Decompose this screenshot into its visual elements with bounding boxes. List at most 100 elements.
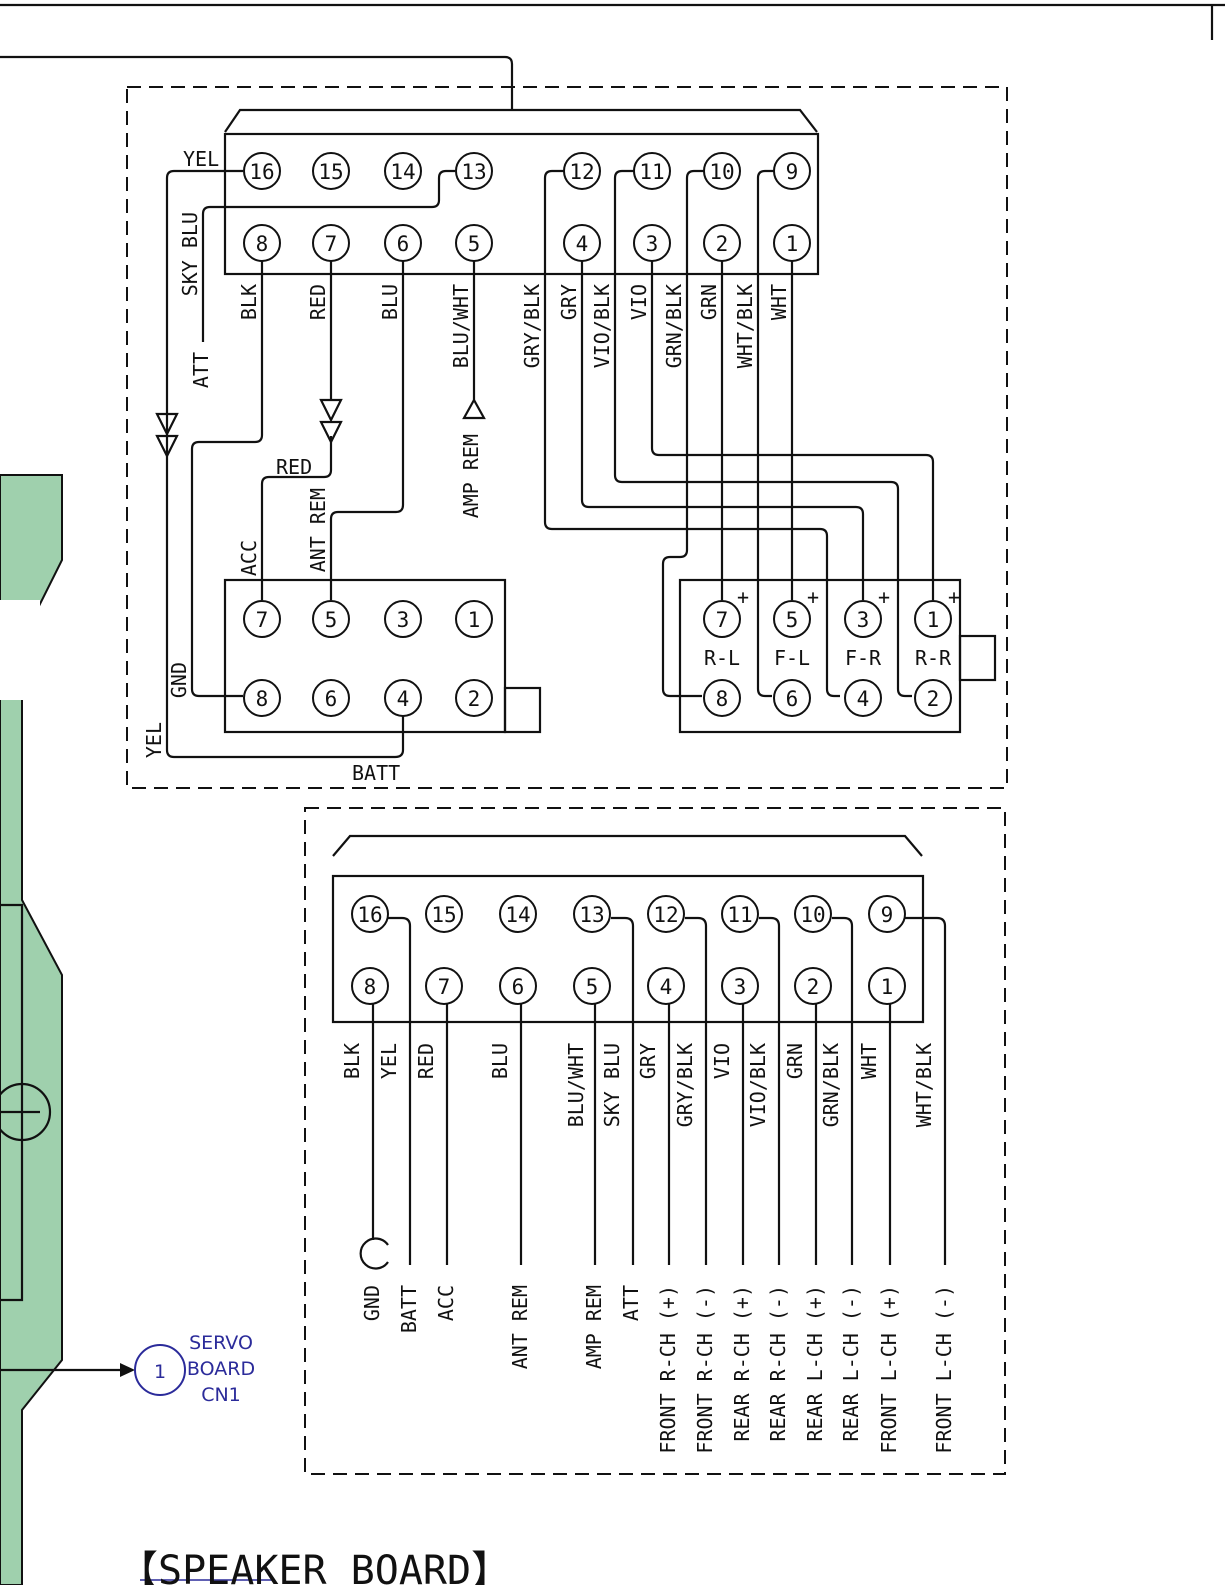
signal-label: BATT: [397, 1285, 421, 1333]
signal-label: REAR L-CH (+): [803, 1285, 827, 1442]
svg-text:4: 4: [660, 975, 673, 999]
signal-label: AMP REM: [582, 1285, 606, 1369]
svg-text:8: 8: [256, 687, 269, 711]
power-connector: [223, 578, 507, 734]
upper-connector-pin: 16: [243, 152, 281, 190]
svg-text:8: 8: [364, 975, 377, 999]
svg-text:1: 1: [468, 608, 481, 632]
servo-ref-label: CN1: [201, 1384, 241, 1406]
acc-label: ACC: [237, 540, 261, 576]
svg-text:9: 9: [786, 160, 799, 184]
svg-text:6: 6: [512, 975, 525, 999]
upper-wire-label: RED: [306, 284, 330, 320]
speaker-connector-pin: 3: [844, 600, 882, 638]
gnd-label: GND: [167, 662, 191, 698]
upper-wire-label: WHT/BLK: [733, 284, 757, 368]
svg-text:1: 1: [881, 975, 894, 999]
upper-wire-label: VIO: [627, 284, 651, 320]
signal-label: FRONT L-CH (+): [877, 1285, 901, 1454]
upper-connector-pin: 1: [773, 224, 811, 262]
page-title: 【SPEAKER BOARD】: [118, 1548, 511, 1585]
upper-connector-pin: 14: [384, 152, 422, 190]
svg-text:14: 14: [505, 903, 530, 927]
lower-wire-label: BLU: [488, 1043, 512, 1079]
upper-connector-pin: 3: [633, 224, 671, 262]
att-label: ATT: [189, 352, 213, 388]
lower-wire-label: YEL: [377, 1043, 401, 1079]
power-connector-pin: 8: [243, 679, 281, 717]
yel-side-label: YEL: [142, 722, 166, 758]
upper-connector-lip: [224, 108, 818, 133]
lower-connector-pin: 11: [721, 895, 759, 933]
svg-text:6: 6: [397, 232, 410, 256]
lower-connector-pin: 9: [868, 895, 906, 933]
speaker-connector-key: [958, 634, 997, 682]
lower-wire-label: WHT: [857, 1043, 881, 1079]
upper-connector-pin: 13: [455, 152, 493, 190]
svg-text:16: 16: [249, 160, 274, 184]
pcb-area: [0, 474, 63, 1585]
svg-text:16: 16: [357, 903, 382, 927]
lower-wire-label: GRY: [636, 1043, 660, 1079]
ant-rem-label: ANT REM: [306, 488, 330, 572]
lower-wire-label: BLK: [340, 1043, 364, 1079]
yel-connector-arrow-icon: [155, 412, 179, 459]
svg-text:7: 7: [325, 232, 338, 256]
svg-text:7: 7: [716, 608, 729, 632]
svg-text:7: 7: [438, 975, 451, 999]
svg-text:7: 7: [256, 608, 269, 632]
svg-text:14: 14: [390, 160, 415, 184]
signal-label: REAR R-CH (-): [766, 1285, 790, 1442]
svg-text:13: 13: [579, 903, 604, 927]
speaker-channel-label: F-L: [774, 646, 810, 670]
svg-text:15: 15: [431, 903, 456, 927]
upper-wire-label: GRN/BLK: [662, 284, 686, 368]
lower-wire-label: GRY/BLK: [673, 1043, 697, 1127]
lower-connector-lip: [332, 834, 923, 857]
signal-label: GND: [360, 1285, 384, 1321]
yel-label: YEL: [183, 147, 219, 171]
svg-text:12: 12: [569, 160, 594, 184]
svg-text:11: 11: [639, 160, 664, 184]
sky-blu-label: SKY BLU: [178, 212, 202, 296]
upper-harness-box: [126, 86, 1008, 789]
svg-text:2: 2: [927, 687, 940, 711]
svg-text:4: 4: [857, 687, 870, 711]
mounting-hole-icon: [0, 1082, 52, 1142]
svg-text:3: 3: [857, 608, 870, 632]
upper-connector-pin: 12: [563, 152, 601, 190]
servo-ref-number: 1: [154, 1361, 166, 1383]
svg-text:3: 3: [734, 975, 747, 999]
svg-text:2: 2: [716, 232, 729, 256]
speaker-channel-label: R-L: [704, 646, 740, 670]
signal-label: FRONT L-CH (-): [932, 1285, 956, 1454]
power-connector-pin: 6: [312, 679, 350, 717]
plus-sign: +: [807, 585, 819, 609]
upper-connector-pin: 5: [455, 224, 493, 262]
signal-label: REAR L-CH (-): [839, 1285, 863, 1442]
ground-icon: [359, 1237, 389, 1270]
signal-label: FRONT R-CH (+): [656, 1285, 680, 1454]
red-connector-arrow-icon: [319, 398, 343, 445]
lower-connector-pin: 13: [573, 895, 611, 933]
svg-text:3: 3: [397, 608, 410, 632]
lower-wire-label: SKY BLU: [600, 1043, 624, 1127]
speaker-connector-pin: 7: [703, 600, 741, 638]
lower-connector-pin: 14: [499, 895, 537, 933]
plus-sign: +: [737, 585, 749, 609]
batt-label: BATT: [352, 761, 400, 785]
lower-connector: [331, 874, 925, 1024]
speaker-connector-pin: 8: [703, 679, 741, 717]
upper-connector-pin: 8: [243, 224, 281, 262]
lower-wire-label: RED: [414, 1043, 438, 1079]
plus-sign: +: [878, 585, 890, 609]
power-connector-pin: 2: [455, 679, 493, 717]
main-harness-wire: [0, 55, 514, 110]
lower-connector-pin: 12: [647, 895, 685, 933]
lower-connector-pin: 10: [794, 895, 832, 933]
upper-wire-label: GRN: [697, 284, 721, 320]
upper-wire-label: BLU/WHT: [449, 284, 473, 368]
svg-text:5: 5: [586, 975, 599, 999]
